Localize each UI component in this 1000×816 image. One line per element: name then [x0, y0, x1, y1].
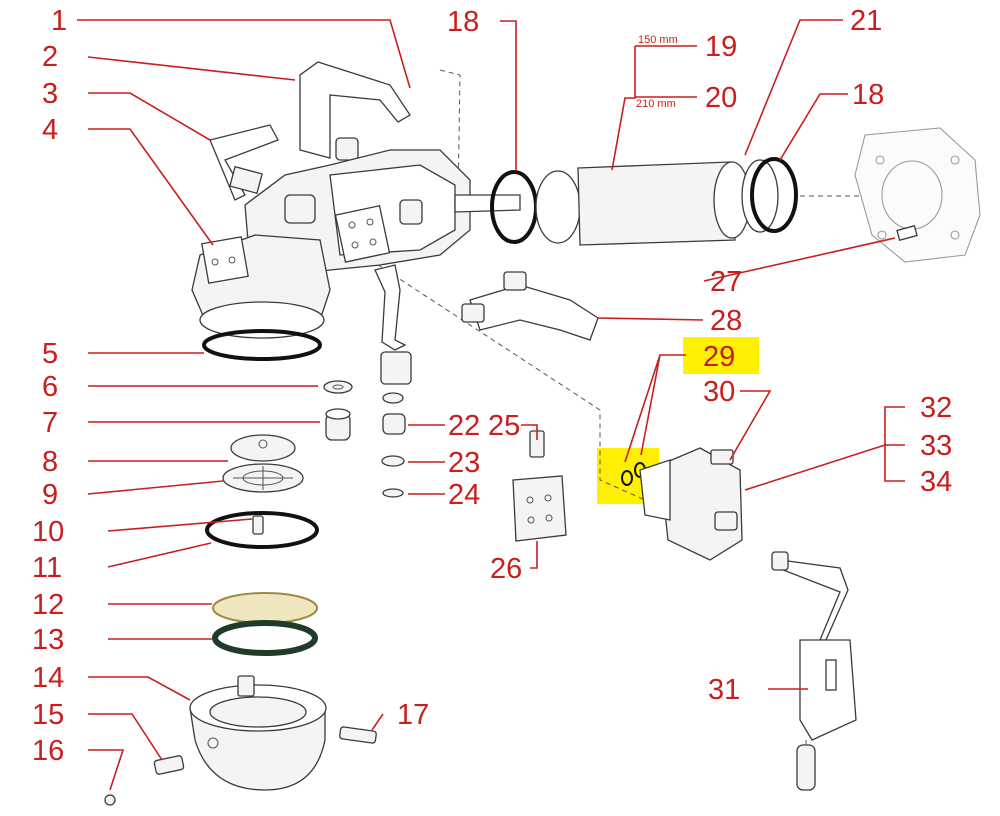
callout-1: 1 [51, 5, 67, 37]
callout-32: 32 [920, 392, 952, 424]
callout-10: 10 [32, 516, 64, 548]
callout-26: 26 [490, 553, 522, 585]
callout-5: 5 [42, 338, 58, 370]
callout-15: 15 [32, 699, 64, 731]
callout-14: 14 [32, 662, 64, 694]
callout-2: 2 [42, 41, 58, 73]
callout-29: 29 [703, 341, 735, 373]
callout-12: 12 [32, 589, 64, 621]
callout-17: 17 [397, 699, 429, 731]
callout-labels: 1 2 3 4 5 6 7 8 9 10 11 12 13 14 15 16 1… [32, 5, 952, 767]
callout-6: 6 [42, 371, 58, 403]
callout-16: 16 [32, 735, 64, 767]
callout-19: 19 [705, 31, 737, 63]
callout-4: 4 [42, 114, 58, 146]
callout-28: 28 [710, 305, 742, 337]
callout-23: 23 [448, 447, 480, 479]
callout-33: 33 [920, 430, 952, 462]
callout-18-right: 18 [852, 79, 884, 111]
callout-18-left: 18 [447, 6, 479, 38]
callout-31: 31 [708, 674, 740, 706]
leader-lines [77, 19, 905, 791]
callout-20: 20 [705, 82, 737, 114]
callout-21: 21 [850, 5, 882, 37]
callout-25: 25 [488, 410, 520, 442]
callout-24: 24 [448, 479, 480, 511]
dimension-150mm: 150 mm [638, 34, 678, 46]
callout-22: 22 [448, 410, 480, 442]
callout-7: 7 [42, 407, 58, 439]
callout-13: 13 [32, 624, 64, 656]
callout-9: 9 [42, 479, 58, 511]
parts-line-art [104, 61, 981, 806]
callout-34: 34 [920, 466, 952, 498]
callout-11: 11 [32, 552, 62, 584]
callout-3: 3 [42, 78, 58, 110]
dimension-210mm: 210 mm [636, 98, 676, 110]
highlight-callout-29 [683, 337, 759, 374]
callout-27: 27 [710, 266, 742, 298]
callout-30: 30 [703, 376, 735, 408]
callout-8: 8 [42, 446, 58, 478]
